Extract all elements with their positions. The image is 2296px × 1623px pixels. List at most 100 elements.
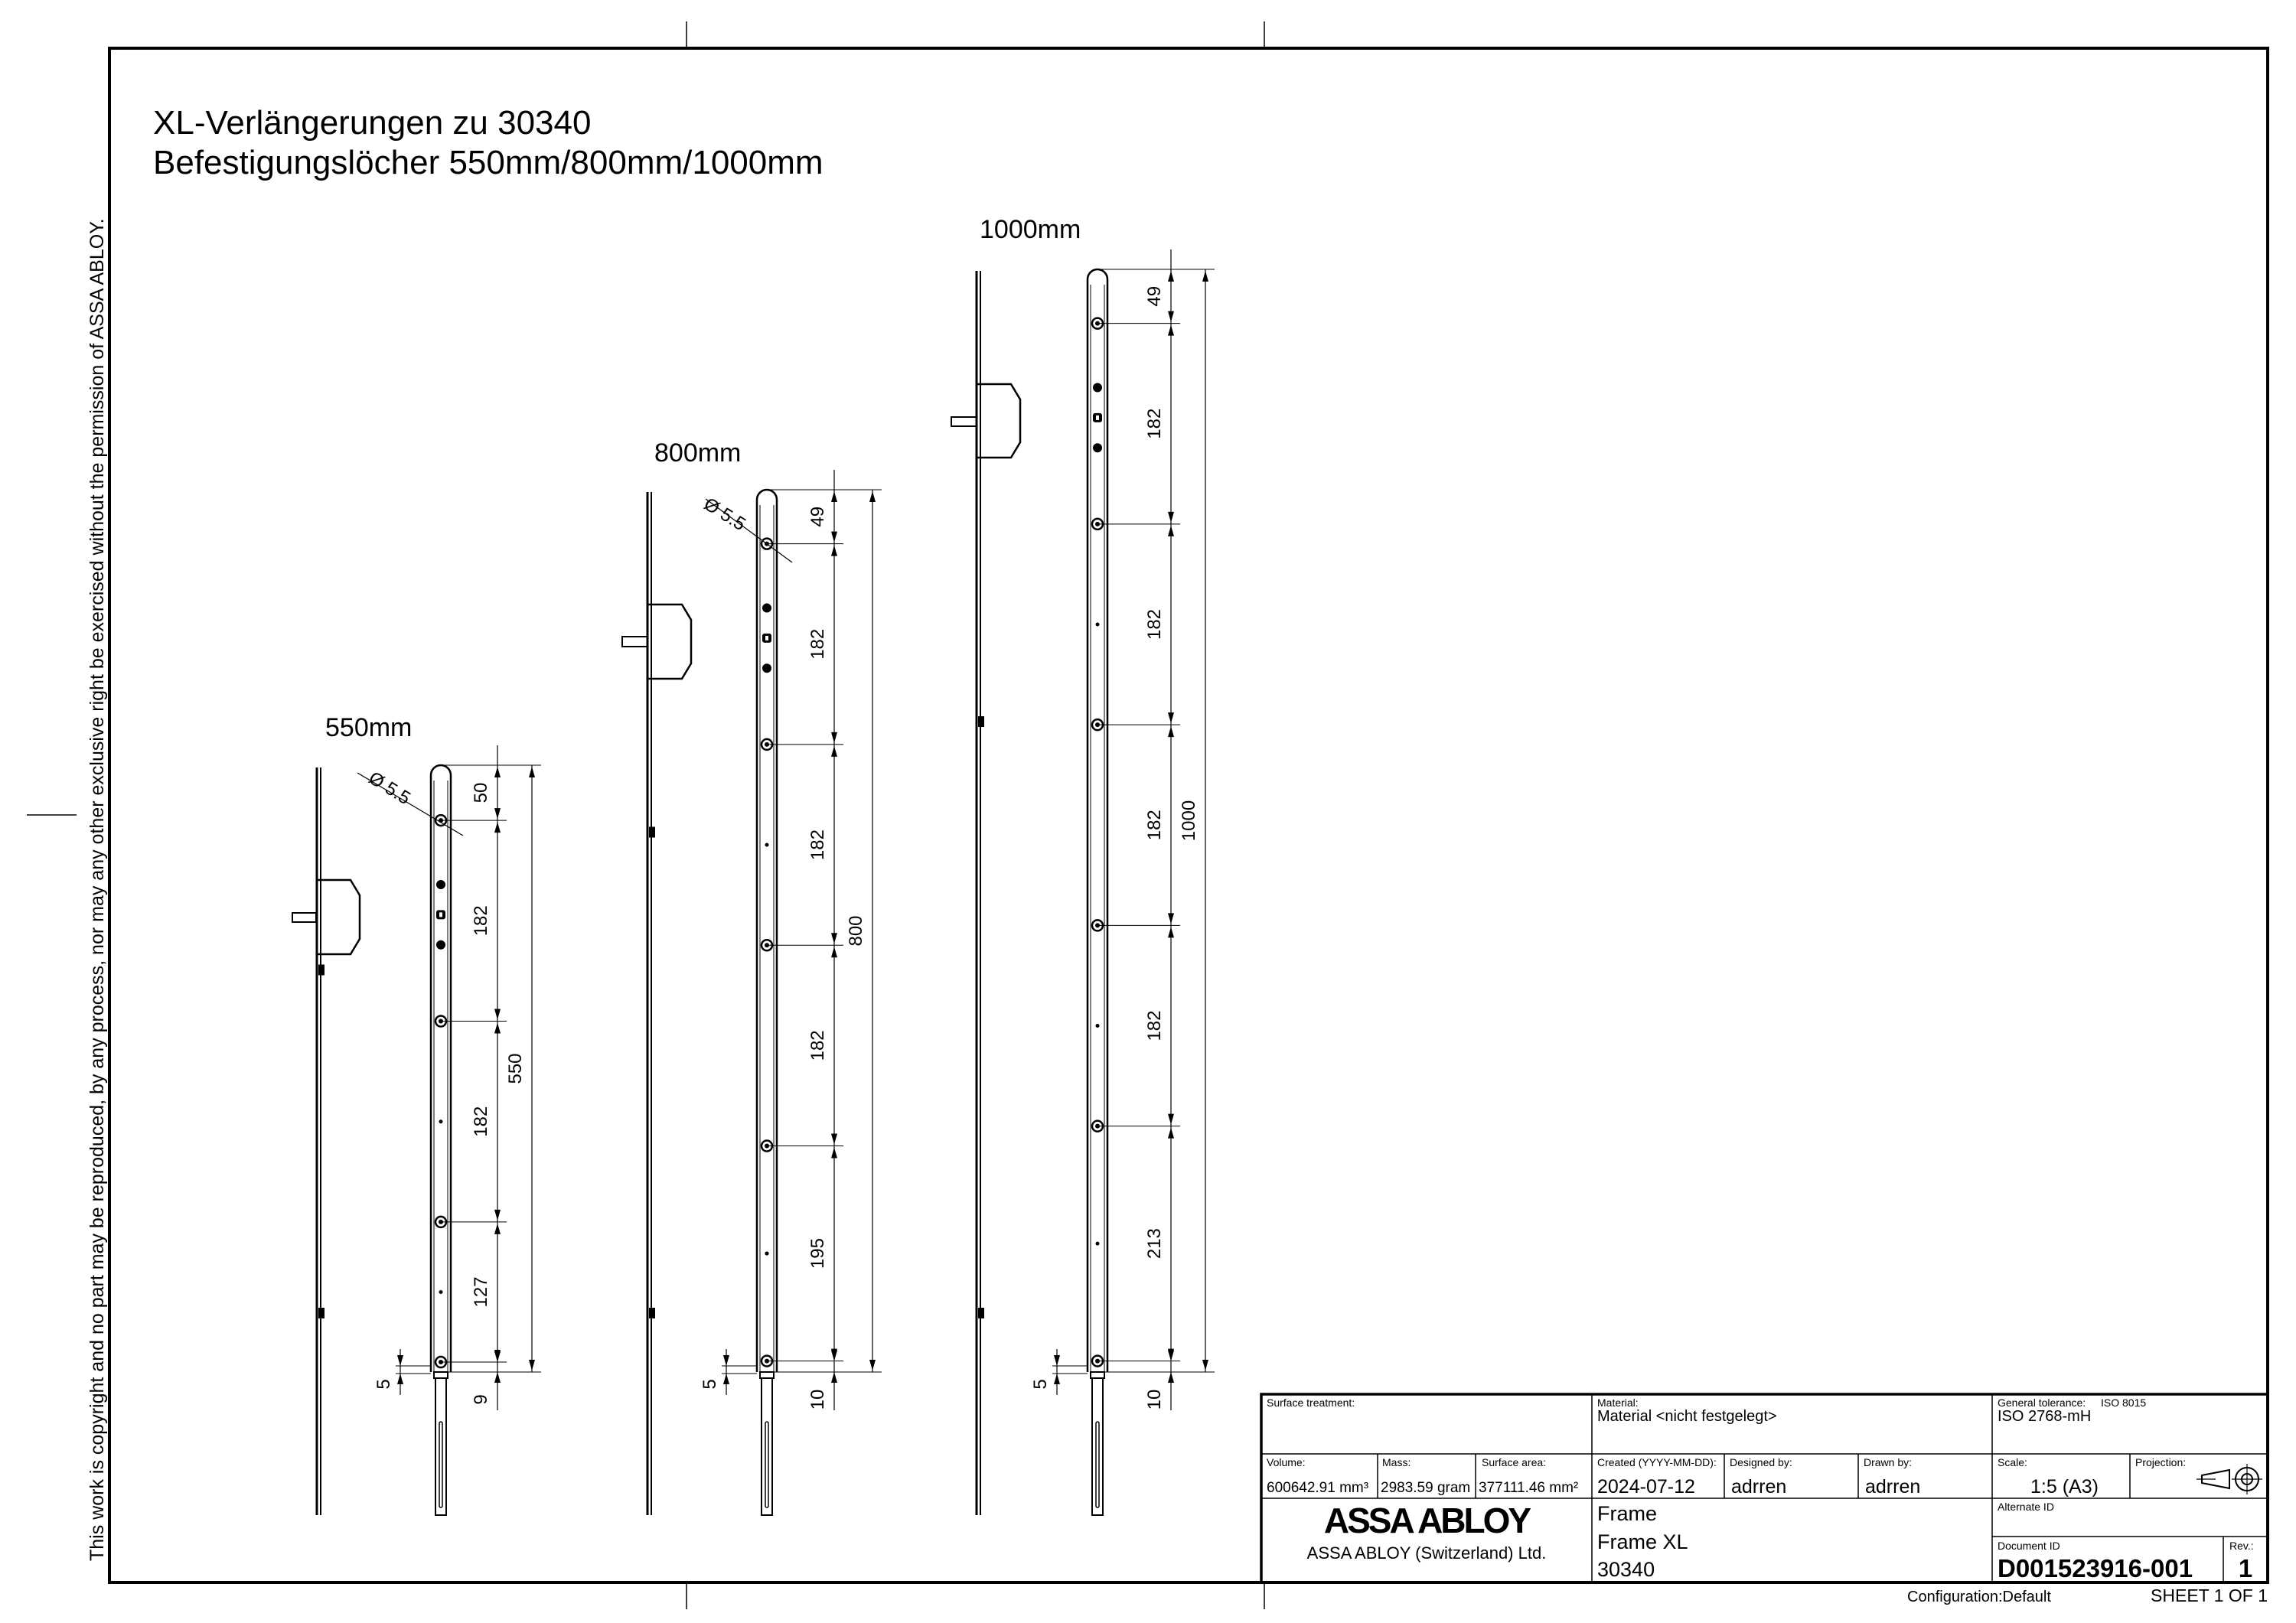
round-hole bbox=[436, 880, 445, 890]
title-block-text: Surface treatment: Material: Material <n… bbox=[1267, 1396, 2268, 1605]
dimension-value: 49 bbox=[807, 507, 828, 527]
diameter-leader bbox=[357, 772, 464, 836]
mass-value: 2983.59 gram bbox=[1381, 1480, 1470, 1496]
diameter-leader bbox=[705, 498, 793, 563]
designed-by-value: adrren bbox=[1731, 1476, 1786, 1498]
offset-dimension-value: 5 bbox=[373, 1379, 394, 1389]
surface-area-value: 377111.46 mm² bbox=[1479, 1480, 1578, 1496]
copyright-notice: This work is copyright and no part may b… bbox=[86, 218, 108, 1561]
round-hole bbox=[762, 663, 771, 673]
dimension-arrow bbox=[831, 1372, 837, 1383]
dimension-arrow bbox=[831, 933, 837, 944]
dimension-value: 195 bbox=[807, 1238, 828, 1269]
drawing-border bbox=[108, 47, 2269, 1584]
dimension-value: 182 bbox=[1144, 609, 1165, 640]
dimension-arrow bbox=[831, 947, 837, 958]
alternate-id-label: Alternate ID bbox=[1998, 1501, 2054, 1513]
bar-end bbox=[759, 1371, 775, 1379]
dimension-arrow bbox=[1168, 311, 1174, 322]
dimension-value: 127 bbox=[471, 1276, 491, 1307]
dimension-arrow bbox=[1054, 1374, 1060, 1384]
dimension-arrow bbox=[1054, 1355, 1060, 1366]
dimension-arrow bbox=[494, 1223, 501, 1234]
round-hole bbox=[436, 940, 445, 950]
pilot-point bbox=[439, 1289, 443, 1294]
keeper-bracket bbox=[977, 383, 1022, 459]
drawn-by-label: Drawn by: bbox=[1864, 1456, 1912, 1468]
dimension-arrow bbox=[494, 1022, 501, 1034]
dimension-value: 182 bbox=[1144, 1011, 1165, 1041]
square-hole-inner bbox=[439, 912, 442, 917]
dimension-arrow bbox=[1168, 511, 1174, 523]
dimension-arrow bbox=[831, 1147, 837, 1159]
pilot-point bbox=[765, 842, 769, 847]
general-tolerance-value: ISO 2768-mH bbox=[1998, 1408, 2091, 1425]
keeper-bracket bbox=[648, 603, 693, 680]
dimension-arrow bbox=[831, 491, 837, 502]
side-mark bbox=[978, 716, 984, 727]
surface-area-label: Surface area: bbox=[1482, 1456, 1546, 1468]
keeper-tab bbox=[621, 636, 648, 647]
dimension-arrow bbox=[494, 1351, 501, 1363]
designed-by-label: Designed by: bbox=[1730, 1456, 1792, 1468]
dimension-arrow bbox=[529, 1360, 535, 1370]
volume-label: Volume: bbox=[1267, 1456, 1306, 1468]
keeper-tab bbox=[951, 416, 977, 427]
dimension-value: 182 bbox=[807, 629, 828, 660]
dimension-arrow bbox=[397, 1374, 403, 1384]
bar-tail bbox=[435, 1378, 447, 1516]
dimension-arrow bbox=[1202, 1360, 1208, 1370]
square-hole-inner bbox=[765, 635, 768, 640]
dimension-arrow bbox=[494, 1009, 501, 1020]
dimension-value: 182 bbox=[471, 1106, 491, 1137]
dimension-arrow bbox=[1168, 324, 1174, 336]
dimension-value: 50 bbox=[471, 783, 491, 803]
drawing-title-line1: XL-Verlängerungen zu 30340 bbox=[153, 104, 591, 142]
dimension-arrow bbox=[494, 1209, 501, 1221]
side-mark bbox=[649, 1308, 655, 1318]
pilot-point bbox=[1095, 1241, 1100, 1246]
tail-slot bbox=[1095, 1421, 1100, 1508]
dimension-arrow bbox=[831, 545, 837, 556]
dimension-value: 10 bbox=[1144, 1390, 1165, 1410]
dimension-arrow bbox=[1202, 271, 1208, 282]
dimension-arrow bbox=[1168, 1113, 1174, 1125]
dimension-value: 182 bbox=[807, 1030, 828, 1061]
material-value: Material <nicht festgelegt> bbox=[1597, 1408, 1777, 1425]
dimension-arrow bbox=[1168, 1127, 1174, 1139]
dimension-arrow bbox=[1168, 1350, 1174, 1361]
keeper-tab bbox=[292, 912, 317, 923]
tail-slot bbox=[439, 1421, 443, 1508]
total-dimension-value: 800 bbox=[846, 915, 866, 946]
description-line2: Frame XL bbox=[1597, 1530, 1688, 1553]
pilot-point bbox=[439, 1119, 443, 1124]
dimension-value: 213 bbox=[1144, 1228, 1165, 1259]
description-line3: 30340 bbox=[1597, 1558, 1655, 1581]
offset-dimension-value: 5 bbox=[700, 1379, 720, 1389]
dimension-arrow bbox=[723, 1355, 729, 1366]
dimension-value: 182 bbox=[1144, 409, 1165, 439]
dimension-arrow bbox=[831, 745, 837, 757]
configuration-label: Configuration:Default bbox=[1907, 1589, 2051, 1605]
company-name: ASSA ABLOY (Switzerland) Ltd. bbox=[1307, 1543, 1547, 1563]
pilot-point bbox=[765, 1251, 769, 1256]
volume-value: 600642.91 mm³ bbox=[1267, 1480, 1368, 1496]
drawing-title-line2: Befestigungslöcher 550mm/800mm/1000mm bbox=[153, 144, 823, 181]
company-logo: ASSA ABLOY bbox=[1324, 1501, 1531, 1540]
dimension-arrow bbox=[494, 808, 501, 820]
scale-label: Scale: bbox=[1998, 1456, 2027, 1468]
dimension-arrow bbox=[529, 767, 535, 777]
dimension-value: 182 bbox=[471, 905, 491, 936]
general-tolerance-label: General tolerance: bbox=[1998, 1396, 2086, 1409]
dimension-arrow bbox=[869, 491, 876, 502]
dimension-arrow bbox=[1168, 712, 1174, 724]
dimension-arrow bbox=[831, 1133, 837, 1145]
dimension-arrow bbox=[494, 767, 501, 777]
variant-label-550: 550mm bbox=[325, 713, 412, 742]
revision-label: Rev.: bbox=[2229, 1540, 2254, 1552]
bar-end bbox=[433, 1371, 448, 1379]
